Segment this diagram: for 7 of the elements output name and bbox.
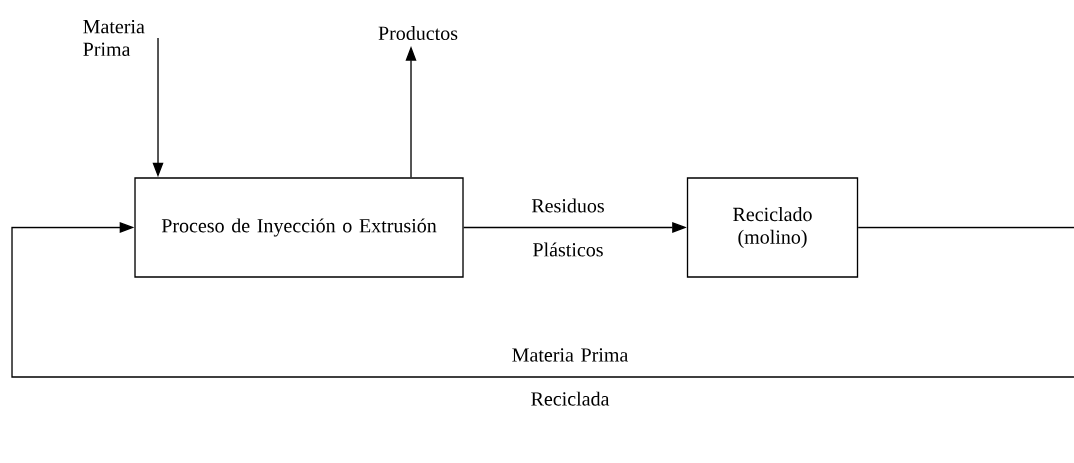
- edge-label: Materia Prima Reciclada: [512, 348, 629, 406]
- edge-label: Residuos Plásticos: [531, 198, 604, 257]
- process-box: Proceso de Inyección o Extrusión: [134, 177, 464, 278]
- process-box: Reciclado (molino): [686, 177, 859, 278]
- flow-label: Materia Prima: [83, 19, 145, 57]
- arrow: [11, 221, 1074, 378]
- flow-label: Productos: [378, 25, 458, 40]
